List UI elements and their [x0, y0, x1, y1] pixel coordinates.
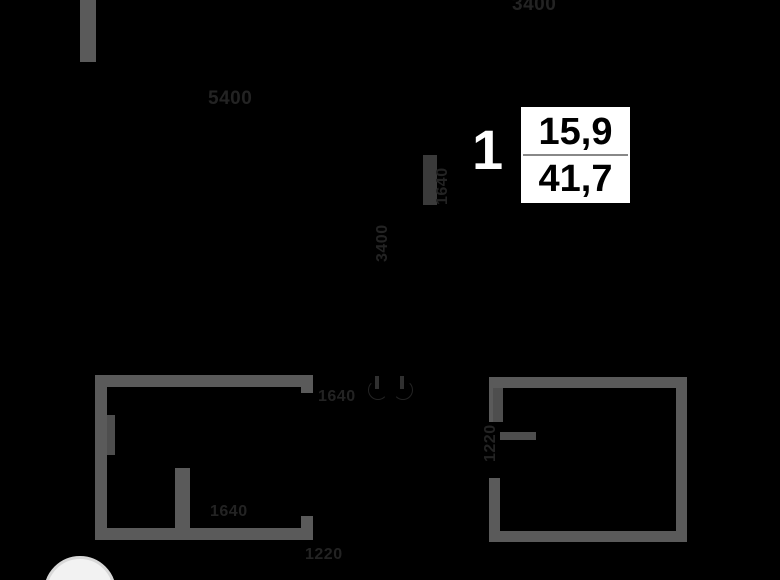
wall-top-left-stub	[80, 0, 96, 62]
wall-left-room-partition	[175, 468, 190, 530]
wall-right-room-bottom	[489, 531, 687, 542]
watermark-logo	[44, 556, 116, 580]
dimension-right-room-left: 1220	[482, 424, 499, 462]
dimension-upper-left: 5400	[208, 88, 253, 109]
dimension-top-center: 3400	[512, 0, 557, 15]
living-area-value: 15,9	[523, 109, 628, 156]
area-info-box: 15,9 41,7	[521, 107, 630, 203]
wall-right-room-left-lower	[489, 478, 500, 542]
door-arc-center-left	[368, 380, 388, 400]
wall-left-room-right-stub-lower	[301, 516, 313, 540]
door-arc-center-right	[393, 380, 413, 400]
wall-center-upper-stub	[423, 155, 437, 205]
dimension-bottom-center: 1220	[305, 546, 343, 563]
dimension-left-room-bottom: 1640	[210, 503, 248, 520]
wall-left-room-top	[95, 375, 313, 387]
total-area-value: 41,7	[538, 157, 613, 200]
dimension-right-vertical: 1640	[434, 167, 451, 205]
dimension-mid-center: 1640	[318, 388, 356, 405]
wall-right-room-inner-outline-top	[493, 388, 503, 422]
apartment-number: 1	[472, 118, 504, 181]
wall-left-room-inner-right	[175, 468, 189, 482]
wall-left-room-bottom	[95, 528, 313, 540]
dimension-center-vertical: 3400	[374, 224, 391, 262]
wall-left-room-left	[95, 375, 107, 540]
wall-right-room-right	[676, 377, 687, 542]
wall-right-room-top	[489, 377, 687, 388]
wall-left-room-right-stub	[301, 375, 313, 393]
wall-right-room-opening-stub	[500, 432, 536, 440]
window-left-room	[107, 415, 115, 455]
